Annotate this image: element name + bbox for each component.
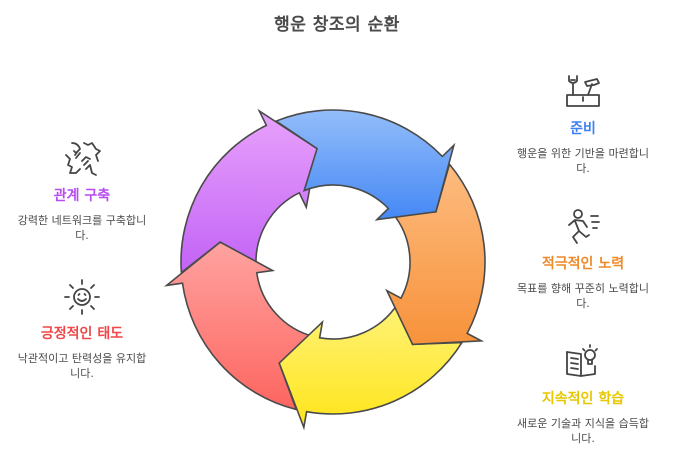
tools-icon <box>566 75 600 107</box>
stage-learning: 지속적인 학습 새로운 기술과 지식을 습득합니다. <box>503 342 663 446</box>
book-lightbulb-icon <box>566 344 598 377</box>
cycle-arrow-attitude <box>163 241 317 411</box>
stage-attitude: 긍정적인 태도 낙관적이고 탄력성을 유지합니다. <box>2 277 162 381</box>
cycle-arrow-network <box>180 108 318 275</box>
cycle-arrow-prepare <box>274 109 456 221</box>
cycle-arrow-learning <box>278 300 464 431</box>
stage-label: 관계 구축 <box>53 188 111 204</box>
stage-prepare: 준비 행운을 위한 기반을 마련합니다. <box>503 72 663 176</box>
stage-label: 적극적인 노력 <box>541 256 625 272</box>
running-person-icon <box>568 209 600 244</box>
cycle-arrow-effort <box>385 162 486 346</box>
stage-description: 새로운 기술과 지식을 습득합니다. <box>517 417 649 445</box>
smiling-sun-icon <box>64 279 100 315</box>
stage-label: 준비 <box>570 121 596 137</box>
stage-label: 지속적인 학습 <box>541 391 625 407</box>
stage-description: 목표를 향해 꾸준히 노력합니다. <box>517 282 649 310</box>
stage-network: 관계 구축 강력한 네트워크를 구축합니다. <box>2 139 162 243</box>
stage-description: 강력한 네트워크를 구축합니다. <box>17 214 147 242</box>
handshake-icon <box>65 142 101 176</box>
stage-description: 낙관적이고 탄력성을 유지합니다. <box>17 352 147 380</box>
diagram-title: 행운 창조의 순환 <box>274 15 400 35</box>
stage-description: 행운을 위한 기반을 마련합니다. <box>517 147 649 175</box>
stage-label: 긍정적인 태도 <box>40 326 124 342</box>
stage-effort: 적극적인 노력 목표를 향해 꾸준히 노력합니다. <box>503 207 663 311</box>
